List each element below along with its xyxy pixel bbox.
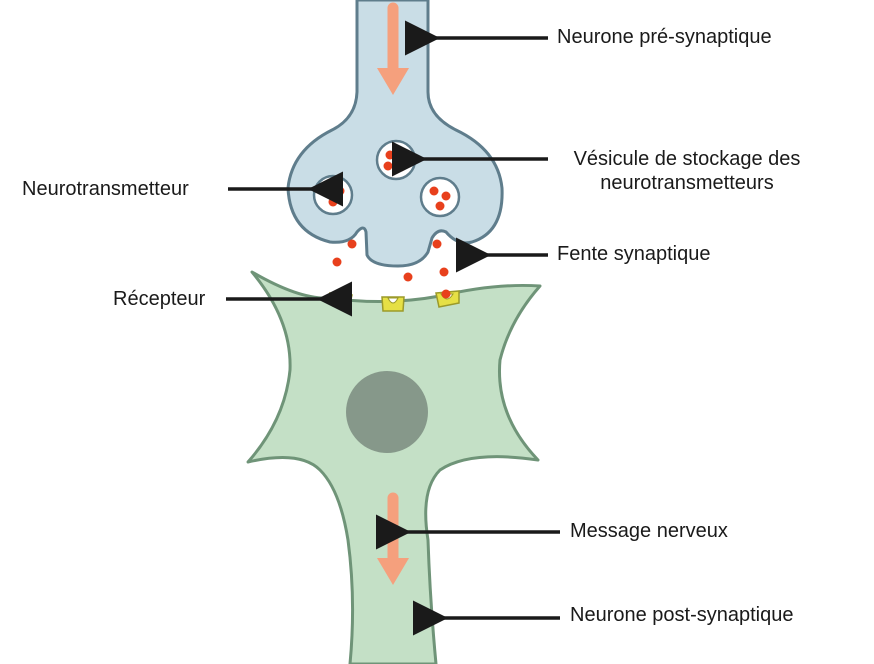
label-postsynaptic-neuron: Neurone post-synaptique xyxy=(570,604,794,626)
neurotransmitter-molecule xyxy=(347,239,357,249)
postsynaptic-neuron xyxy=(246,270,542,664)
receptor-1 xyxy=(329,290,353,308)
label-neurotransmitter: Neurotransmetteur xyxy=(22,178,189,200)
neurotransmitter-molecule xyxy=(432,239,442,249)
neurotransmitter-molecule xyxy=(439,267,449,277)
flow-arrow-presynaptic xyxy=(377,2,409,95)
vesicle-top xyxy=(375,139,417,181)
vesicle-right xyxy=(419,176,461,218)
receptor-3 xyxy=(435,289,460,308)
label-vesicle-line1: Vésicule de stockage des xyxy=(573,148,801,170)
nucleus xyxy=(346,371,428,453)
label-nerve-message: Message nerveux xyxy=(570,520,728,542)
neurotransmitter-molecule xyxy=(403,272,413,282)
vesicle-left xyxy=(312,174,354,216)
label-receptor: Récepteur xyxy=(113,288,206,310)
label-vesicle: Vésicule de stockage des neurotransmette… xyxy=(548,147,826,195)
label-synaptic-cleft: Fente synaptique xyxy=(557,243,711,265)
neurotransmitter-molecule xyxy=(332,257,342,267)
label-vesicle-line2: neurotransmetteurs xyxy=(600,172,774,194)
receptor-2 xyxy=(381,296,405,312)
label-presynaptic-neuron: Neurone pré-synaptique xyxy=(557,26,772,48)
